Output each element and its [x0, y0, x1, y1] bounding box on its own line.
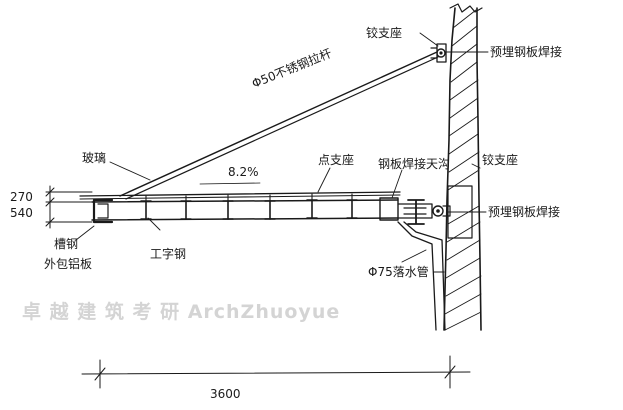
downpipe-label: Φ75落水管 [368, 264, 429, 279]
hinge-support-right-label: 铰支座 [482, 152, 518, 167]
steel-beam [91, 193, 399, 224]
point-support-label: 点支座 [318, 152, 354, 167]
wall [443, 3, 483, 331]
watermark: 卓 越 建 筑 考 研 ArchZhuoyue [22, 300, 340, 323]
glass-label: 玻璃 [82, 151, 106, 165]
tie-rod [119, 51, 439, 200]
downpipe [397, 221, 446, 331]
i-beam-webs [140, 199, 358, 220]
i-beam-label: 工字钢 [150, 246, 186, 261]
steel-gutter-label: 钢板焊接天沟 [378, 156, 450, 171]
glass-pane [79, 182, 401, 200]
slope-label: 8.2% [228, 165, 259, 179]
point-supports [145, 193, 353, 202]
height-540-label: 540 [10, 206, 33, 220]
embedded-plate-weld-bottom-label: 预埋钢板焊接 [488, 204, 560, 219]
embedded-plate-weld-top-label: 预埋钢板焊接 [490, 44, 562, 59]
height-270-label: 270 [10, 190, 33, 204]
gutter-assembly [379, 197, 451, 225]
horizontal-dimension [81, 355, 471, 389]
hinge-support-top-label: 铰支座 [366, 25, 402, 40]
leader-lines [75, 32, 489, 263]
aluminum-cladding-label: 外包铝板 [44, 256, 92, 271]
channel-steel-label: 槽钢 [54, 237, 78, 251]
wall-hatching [444, 9, 482, 331]
tie-rod-label: Φ50不锈钢拉杆 [250, 45, 334, 91]
span-dimension-label: 3600 [210, 387, 241, 401]
top-hinge-support [430, 43, 447, 63]
vertical-dimension [45, 185, 93, 229]
